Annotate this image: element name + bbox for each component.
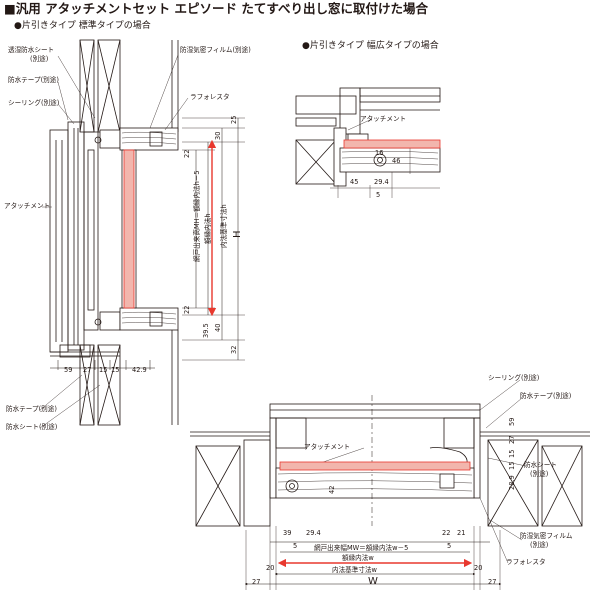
dim-bottom-27a: 27 bbox=[252, 578, 261, 586]
label-attachment-tr: アタッチメント bbox=[360, 115, 407, 123]
label-naihou-w: 内法基準寸法w bbox=[332, 566, 377, 574]
section-left-title: ●片引きタイプ 標準タイプの場合 bbox=[14, 21, 151, 31]
dim-left-59: 59 bbox=[64, 366, 73, 374]
label-betto-br: (別途) bbox=[553, 392, 572, 400]
dim-bottom-20b: 20 bbox=[474, 564, 483, 572]
dim-left-25: 25 bbox=[230, 116, 238, 124]
label-lafolesta: ラフォレスタ bbox=[190, 93, 230, 101]
label-betto-br2: (別途) bbox=[530, 470, 549, 478]
label-gakubuchi-h: 額縁内法h bbox=[203, 213, 212, 244]
dim-left-395: 39.5 bbox=[202, 323, 210, 338]
dim-tr-46: 46 bbox=[392, 157, 401, 165]
dim-bottom-15: 15 bbox=[508, 450, 516, 458]
dim-bottom-294: 29.4 bbox=[306, 529, 321, 537]
left-section-drawing bbox=[39, 39, 245, 429]
dim-bottom-5b: 5 bbox=[447, 542, 452, 550]
label-toumei-betto: (別途) bbox=[30, 55, 49, 63]
label-bouki-film: 防湿気密フィルム(別途) bbox=[180, 46, 251, 54]
label-bousui-tape-br: 防水テープ bbox=[520, 392, 553, 400]
dim-left-30: 30 bbox=[214, 132, 222, 140]
label-mw-width: 網戸出来幅MW＝額縁内法w－5 bbox=[314, 544, 409, 552]
dim-bottom-20a: 20 bbox=[266, 564, 275, 572]
label-H: H bbox=[232, 230, 243, 238]
label-bouki-film-br: 防湿気密フィルム bbox=[520, 532, 573, 540]
dim-tr-16: 16 bbox=[375, 149, 384, 157]
dim-left-22a: 22 bbox=[183, 150, 191, 158]
dim-left-429: 42.9 bbox=[132, 366, 147, 374]
label-bousui-tape: 防水テープ(別途) bbox=[8, 76, 59, 84]
dim-bottom-42: 42 bbox=[328, 486, 336, 494]
dim-bottom-21: 21 bbox=[457, 529, 466, 537]
dim-left-40: 40 bbox=[214, 324, 222, 332]
screen-panel-bottom bbox=[279, 461, 471, 471]
dim-bottom-59: 59 bbox=[508, 418, 516, 426]
label-sealing: シーリング(別途) bbox=[8, 99, 60, 107]
dim-bottom-27b: 27 bbox=[488, 578, 497, 586]
label-gakubuchi-w: 額縁内法w bbox=[342, 554, 374, 562]
dim-bottom-289: 28.9 bbox=[508, 475, 516, 490]
label-mw-height: 網戸出来高MH＝額縁内法h－5 bbox=[192, 170, 201, 262]
label-attachment: アタッチメント bbox=[4, 202, 51, 210]
label-betto-br3: (別途) bbox=[530, 541, 549, 549]
dim-left-22b: 22 bbox=[183, 306, 191, 314]
dim-bottom-22: 22 bbox=[442, 529, 451, 537]
dim-bottom-39: 39 bbox=[283, 529, 292, 537]
dim-bottom-27: 27 bbox=[508, 436, 516, 444]
dim-left-15a: 15 bbox=[99, 366, 108, 374]
label-bousui-sheet-b: 防水シート(別途) bbox=[6, 423, 58, 431]
label-W: W bbox=[368, 576, 378, 587]
page-title: ■汎用 アタッチメントセット エピソード たてすべり出し窓に取付けた場合 bbox=[4, 1, 428, 16]
dim-left-27: 27 bbox=[83, 366, 92, 374]
dim-tr-5: 5 bbox=[376, 191, 381, 199]
section-right-title: ●片引きタイプ 幅広タイプの場合 bbox=[302, 41, 439, 51]
label-naihou-h: 内法基準寸法h bbox=[219, 204, 228, 248]
label-toumei-sheet: 透湿防水シート bbox=[8, 46, 55, 54]
label-sealing-br: シーリング(別途) bbox=[488, 374, 540, 382]
label-bousui-sheet-br: 防水シート bbox=[524, 461, 557, 469]
dim-bottom-15b: 15 bbox=[508, 462, 516, 470]
bottom-section-drawing bbox=[190, 379, 590, 590]
label-lafolesta-br: ラフォレスタ bbox=[506, 558, 546, 566]
dim-bottom-5: 5 bbox=[293, 542, 298, 550]
screen-panel-left bbox=[123, 149, 135, 309]
top-right-section-drawing bbox=[295, 87, 441, 198]
dim-tr-294: 29.4 bbox=[374, 178, 389, 186]
dim-left-32: 32 bbox=[230, 346, 238, 354]
dim-left-15b: 15 bbox=[111, 366, 120, 374]
screen-panel-top-right bbox=[343, 139, 441, 149]
dim-tr-45: 45 bbox=[350, 178, 359, 186]
label-attachment-br: アタッチメント bbox=[304, 443, 351, 451]
label-bousui-tape-b: 防水テープ(別途) bbox=[6, 405, 57, 413]
